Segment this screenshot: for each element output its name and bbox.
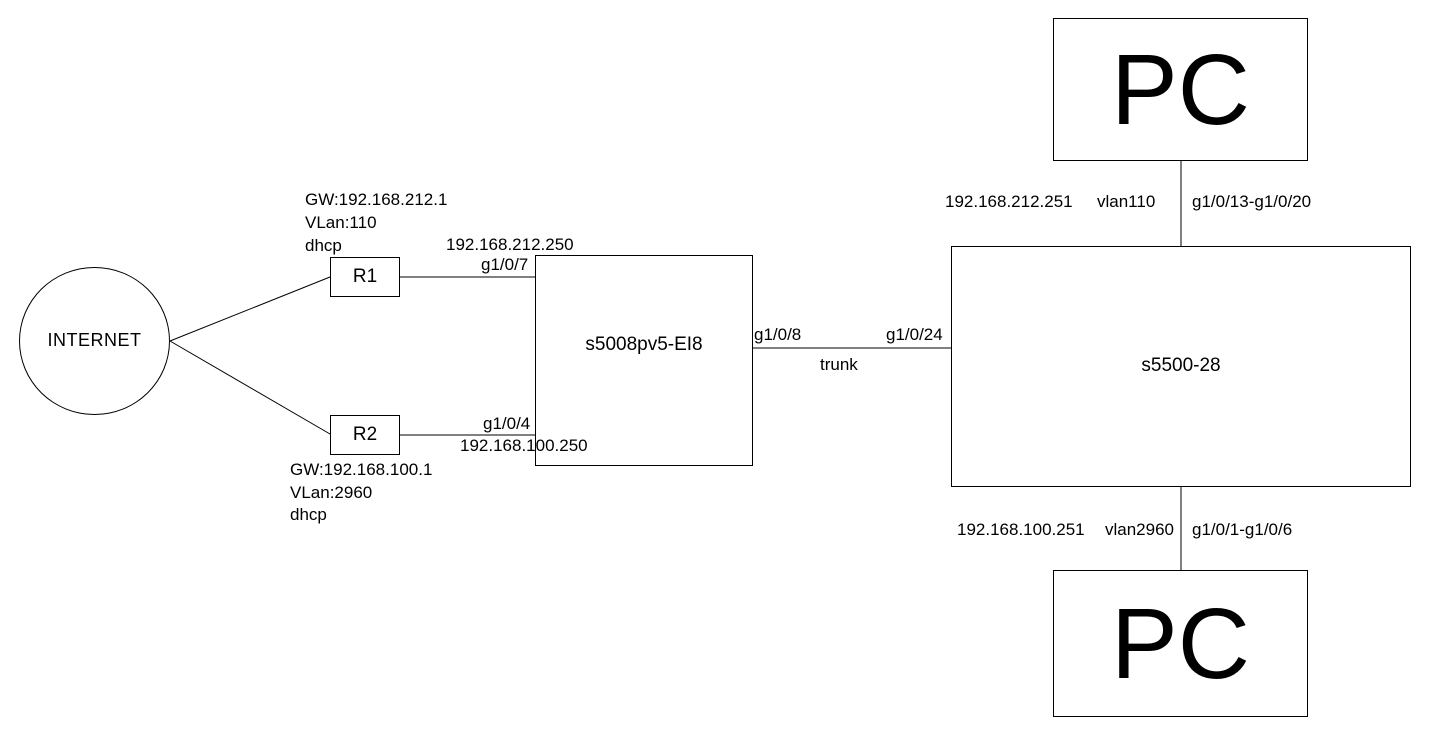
pc-bottom-vlan-label: vlan2960 [1105, 520, 1175, 539]
pc-bottom-node: PC [1053, 570, 1308, 717]
pc-top-node: PC [1053, 18, 1308, 161]
pc-top-label: PC [1111, 33, 1250, 146]
pc-top-ip-label: 192.168.212.251 [945, 192, 1073, 211]
internet-node: INTERNET [19, 267, 170, 415]
switch-s5008pv5-label: s5008pv5-EI8 [585, 334, 703, 356]
r2-switch1-ip-label: 192.168.100.250 [460, 436, 588, 455]
r1-dhcp-label: dhcp [305, 236, 342, 255]
r2-gateway-label: GW:192.168.100.1 [290, 460, 433, 479]
trunk-port-b-label: g1/0/24 [886, 325, 943, 344]
router-r1-node: R1 [330, 257, 400, 297]
r1-switch1-ip-label: 192.168.212.250 [446, 235, 574, 254]
link-internet-r1 [169, 276, 331, 342]
trunk-mode-label: trunk [820, 355, 858, 374]
r2-dhcp-label: dhcp [290, 505, 327, 524]
pc-bottom-ip-label: 192.168.100.251 [957, 520, 1085, 539]
pc-top-vlan-label: vlan110 [1097, 192, 1156, 211]
pc-top-ports-label: g1/0/13-g1/0/20 [1192, 192, 1312, 211]
switch-s5008pv5-node: s5008pv5-EI8 [535, 255, 753, 466]
router-r2-node: R2 [330, 415, 400, 455]
r1-vlan-label: VLan:110 [305, 213, 377, 232]
switch-s5500-node: s5500-28 [951, 246, 1411, 487]
pc-bottom-ports-label: g1/0/1-g1/0/6 [1192, 520, 1293, 539]
internet-label: INTERNET [47, 330, 142, 351]
r2-vlan-label: VLan:2960 [290, 483, 373, 502]
r2-switch1-port-label: g1/0/4 [483, 414, 531, 433]
pc-bottom-label: PC [1111, 587, 1250, 700]
router-r2-label: R2 [352, 423, 378, 445]
r1-gateway-label: GW:192.168.212.1 [305, 190, 448, 209]
link-internet-r2 [169, 340, 331, 435]
switch-s5500-label: s5500-28 [1141, 355, 1221, 377]
trunk-port-a-label: g1/0/8 [754, 325, 802, 344]
r1-switch1-port-label: g1/0/7 [481, 255, 529, 274]
router-r1-label: R1 [352, 265, 378, 287]
